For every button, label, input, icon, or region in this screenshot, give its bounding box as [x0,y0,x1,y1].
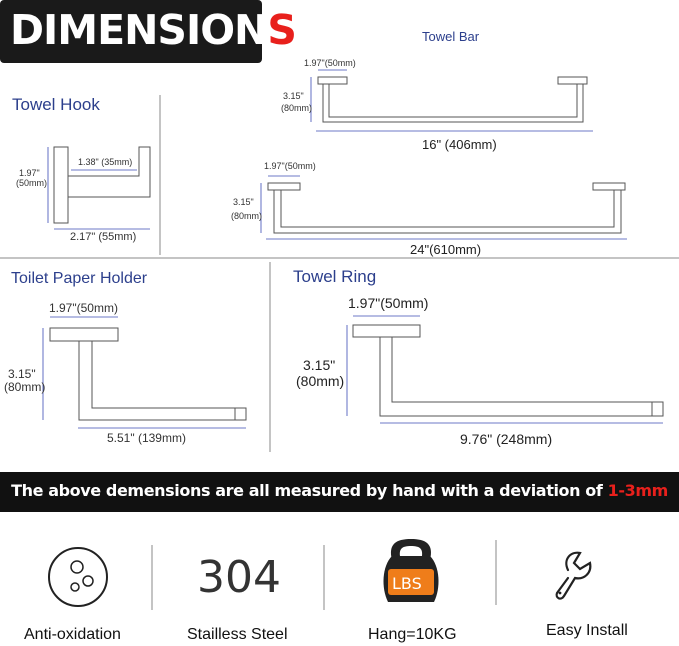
towel-bar-large-drawing [267,182,626,234]
ring-length-dim: 9.76" (248mm) [460,431,553,447]
towel-ring-title: Towel Ring [293,267,377,286]
bar24-length-dim: 24"(610mm) [410,242,482,257]
towel-bar-large-dims [260,175,627,240]
kettlebell-icon [383,539,439,602]
bubbles-icon [48,547,108,607]
deviation-banner [0,472,679,512]
tph-length-dim: 5.51" (139mm) [107,431,186,445]
hook-width-dim: 2.17" (55mm) [70,231,137,243]
ring-base-dim: 1.97"(50mm) [348,295,429,311]
towel-ring-dims [346,315,663,424]
towel-hook-dims [47,147,150,230]
page-title: DIMENSIONS [10,6,297,54]
feature-label-anti-oxidation: Anti-oxidation [24,626,121,643]
bar16-length-dim: 16" (406mm) [422,137,497,152]
towel-hook-drawing [53,146,151,224]
hook-height-mm: (50mm) [16,178,47,188]
towel-bar-title: Towel Bar [422,29,480,44]
tph-height-dim: 3.15" [8,367,36,381]
deviation-text: The above demensions are all measured by… [11,481,668,500]
bar24-height-dim: 3.15" [233,197,254,207]
ring-height-mm: (80mm) [296,373,345,389]
feature-label-hang: Hang=10KG [368,626,457,643]
feature-label-stainless: Stailless Steel [187,626,288,643]
wrench-icon [555,551,592,600]
towel-bar-small-dims [310,69,593,132]
title-banner [0,0,262,63]
bar16-height-dim: 3.15" [283,91,304,101]
bar24-base-dim: 1.97"(50mm) [264,161,316,171]
feature-label-easy-install: Easy Install [546,622,628,639]
hook-height-dim: 1.97" [19,168,40,178]
tph-height-mm: (80mm) [4,380,46,394]
bar16-base-dim: 1.97"(50mm) [304,58,356,68]
bar24-height-mm: (80mm) [231,211,262,221]
tph-title: Toilet Paper Holder [11,270,148,287]
towel-bar-small-drawing [317,76,588,123]
304-mark: 304 [197,552,281,603]
tph-dims [42,316,246,429]
lbs-mark: LBS [392,574,422,593]
towel-hook-title: Towel Hook [12,95,100,114]
towel-ring-drawing [352,324,664,417]
tph-base-dim: 1.97"(50mm) [49,301,118,315]
ring-height-dim: 3.15" [303,357,336,373]
tph-drawing [49,327,247,421]
hook-arm-dim: 1.38" (35mm) [78,157,133,167]
bar16-height-mm: (80mm) [281,103,312,113]
